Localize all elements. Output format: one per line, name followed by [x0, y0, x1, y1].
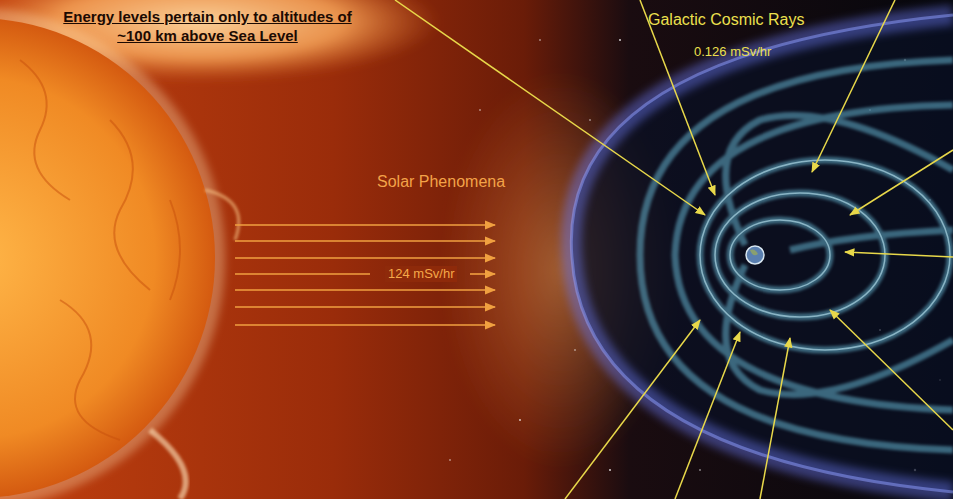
dose-rate-label-box: 0.126 mSv/hr [694, 44, 771, 60]
dose-rate-label: 124 mSv/hr [385, 266, 457, 282]
cosmic-ray-label: Galactic Cosmic Rays [648, 10, 804, 30]
dose-rate-label: 0.126 mSv/hr [694, 44, 771, 60]
cosmic-ray-label-box: Galactic Cosmic Rays [648, 10, 804, 30]
note-text-box: Energy levels pertain only to altitudes … [60, 8, 355, 46]
solar-label: Solar Phenomena [377, 172, 505, 192]
note-text: Energy levels pertain only to altitudes … [60, 8, 355, 46]
dose-rate-label-box: 124 mSv/hr [385, 266, 457, 282]
solar-label-box: Solar Phenomena [377, 172, 505, 192]
